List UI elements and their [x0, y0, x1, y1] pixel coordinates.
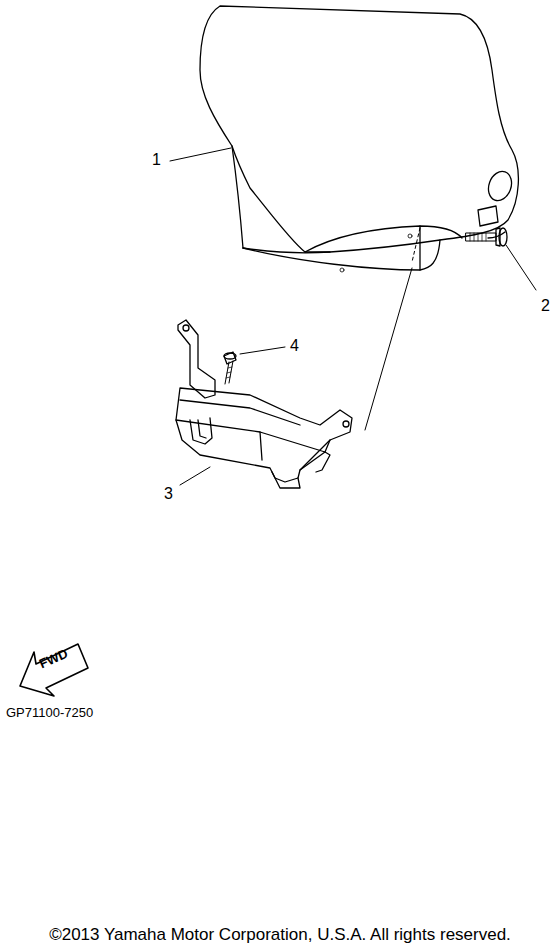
- figure-code: GP71100-7250: [6, 706, 93, 719]
- forward-label: FWD: [37, 647, 69, 671]
- bolt: [466, 228, 507, 246]
- callout-number: 1: [152, 152, 161, 168]
- seat: [200, 6, 518, 272]
- callout-number: 3: [164, 486, 173, 502]
- screw: [224, 352, 236, 384]
- forward-arrow: [20, 644, 88, 696]
- callout-number: 2: [541, 298, 550, 314]
- copyright-note: ©2013 Yamaha Motor Corporation, U.S.A. A…: [49, 926, 511, 943]
- bracket: [176, 320, 352, 488]
- callout-number: 4: [290, 338, 299, 354]
